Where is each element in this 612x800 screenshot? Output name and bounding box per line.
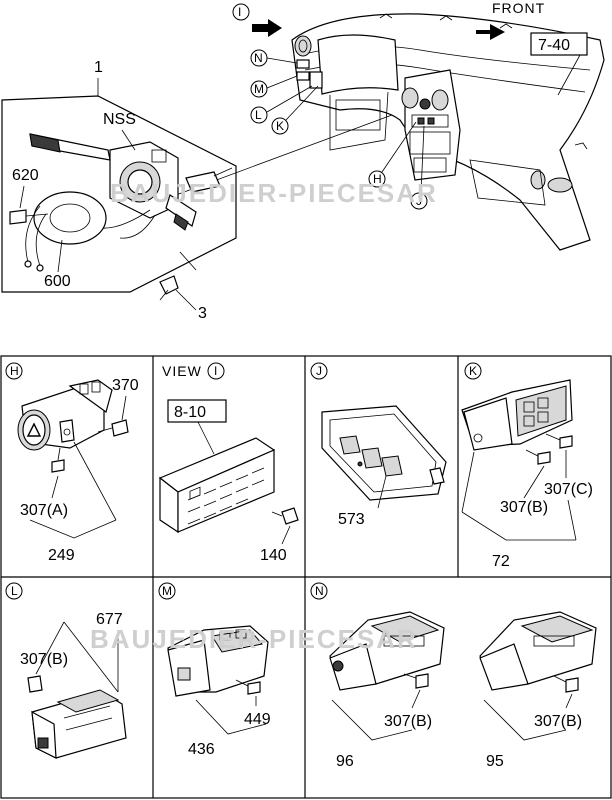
svg-text:L: L — [11, 584, 18, 598]
panel-n2: 307(B) 95 — [479, 611, 597, 770]
svg-text:8-10: 8-10 — [174, 404, 206, 421]
part-96: 96 — [336, 753, 354, 770]
panel-m: M 449 436 — [158, 582, 271, 758]
ref-box-8-10 — [167, 399, 227, 423]
front-arrow-icon — [476, 24, 505, 40]
ref-box-7-40-label: 7-40 — [538, 37, 570, 54]
part-249: 249 — [48, 547, 75, 564]
part-95: 95 — [486, 753, 504, 770]
part-677: 677 — [96, 611, 123, 628]
svg-text:J: J — [316, 364, 322, 378]
watermark-top: BAUJEDIER-PIECESAR — [110, 178, 438, 208]
part-72: 72 — [492, 553, 510, 570]
marker-n-top: N — [250, 49, 298, 67]
watermark-bottom: BAUJEDIER-PIECESAR — [90, 624, 418, 654]
svg-text:M: M — [254, 82, 264, 96]
combination-switch-illustration: NSS 620 600 3 — [9, 111, 233, 322]
part-449: 449 — [244, 711, 271, 728]
part-436: 436 — [188, 741, 215, 758]
part-3: 3 — [198, 305, 207, 322]
svg-text:K: K — [276, 119, 284, 133]
svg-text:H: H — [373, 172, 382, 186]
marker-l-top: L — [250, 85, 313, 124]
panel-k: K 307(C) 307(B) 72 — [461, 362, 593, 570]
marker-i-top: I — [232, 3, 250, 21]
ref-box-7-40 — [530, 32, 588, 56]
panel-grid — [0, 355, 612, 799]
panel-l: L 677 307(B) — [5, 582, 127, 760]
part-140: 140 — [260, 547, 287, 564]
combination-switch-frame — [1, 95, 237, 293]
svg-text:J: J — [416, 194, 422, 208]
marker-j-top: J — [410, 125, 428, 210]
svg-text:N: N — [254, 51, 263, 65]
part-307a: 307(A) — [20, 502, 68, 519]
part-307b-n2: 307(B) — [534, 713, 582, 730]
svg-text:K: K — [469, 364, 477, 378]
part-307b-n1: 307(B) — [384, 713, 432, 730]
svg-text:H: H — [10, 364, 19, 378]
part-307b-k: 307(B) — [500, 499, 548, 516]
svg-text:I: I — [238, 5, 241, 19]
callout-1: 1 — [94, 59, 103, 76]
part-600: 600 — [44, 273, 71, 290]
marker-m-top: M — [250, 75, 298, 98]
part-370: 370 — [112, 377, 139, 394]
svg-text:I: I — [214, 364, 217, 378]
svg-text:L: L — [255, 108, 262, 122]
view-arrow-icon — [252, 19, 282, 37]
panel-h: H 370 307(A) 249 — [5, 362, 139, 564]
dashboard-illustration — [291, 13, 605, 251]
part-573: 573 — [338, 511, 365, 528]
marker-h-top: H — [368, 121, 417, 188]
part-307c: 307(C) — [544, 481, 593, 498]
front-label: FRONT — [492, 0, 545, 16]
panel-n1: N 307(B) 96 — [310, 582, 445, 770]
part-620: 620 — [12, 167, 39, 184]
svg-text:N: N — [315, 584, 324, 598]
view-label: VIEW — [162, 363, 202, 379]
marker-k-top: K — [271, 85, 319, 135]
svg-text:M: M — [162, 584, 172, 598]
panel-j: J 573 — [310, 362, 447, 528]
nss-label: NSS — [103, 111, 136, 128]
panel-i: VIEW I 8-10 140 — [158, 362, 299, 564]
